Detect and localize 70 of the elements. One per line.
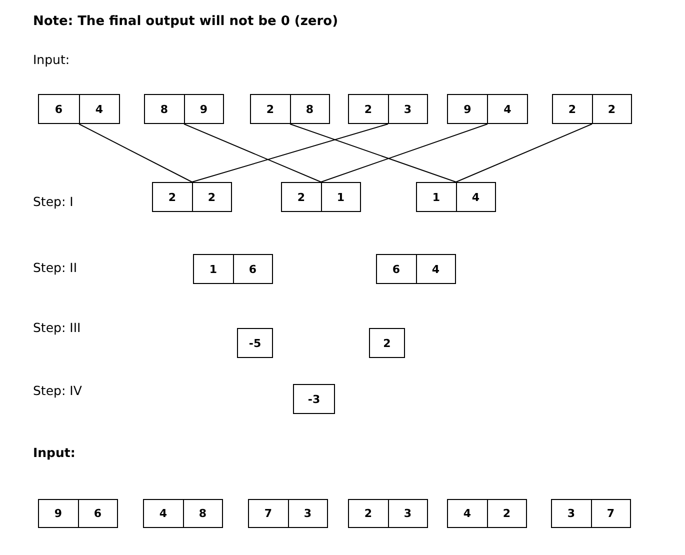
value-text: 4: [416, 255, 455, 283]
value-text: 3: [388, 500, 427, 527]
value-pair-box: [281, 182, 361, 212]
value-pair-box: [447, 499, 527, 528]
value-text: 2: [486, 500, 526, 527]
value-box: [237, 328, 273, 358]
value-text: 6: [78, 500, 117, 527]
value-text: 2: [567, 102, 578, 118]
value-text: 4: [158, 506, 168, 522]
value-text: 9: [184, 95, 223, 123]
value-pair-box: [250, 94, 330, 124]
value-pair-box: [447, 94, 528, 124]
step-label: Step: II: [33, 260, 78, 275]
value-pair-box: [193, 254, 273, 284]
value-box: [293, 384, 335, 414]
value-pair-box: [416, 182, 496, 212]
value-text: 2: [296, 190, 306, 206]
value-text: 4: [78, 95, 119, 123]
value-text: 6: [232, 255, 272, 283]
value-text: 2: [265, 102, 276, 118]
step-label: Step: III: [33, 320, 81, 335]
value-pair-box: [144, 94, 224, 124]
value-text: 2: [382, 336, 392, 352]
connector-line: [320, 124, 488, 182]
step-label: Step: IV: [33, 383, 82, 398]
value-text: 8: [290, 95, 329, 123]
value-text: 7: [263, 506, 274, 522]
value-text: 1: [431, 190, 442, 206]
value-text: 2: [592, 95, 631, 123]
value-text: 7: [590, 500, 630, 527]
value-text: 3: [566, 506, 576, 522]
value-text: 9: [53, 506, 64, 522]
connector-line: [192, 124, 388, 182]
value-text: 2: [167, 190, 178, 206]
value-text: 3: [388, 95, 427, 123]
connector-line: [456, 124, 592, 182]
note-title: Note: The final output will not be 0 (zero): [33, 14, 338, 29]
value-pair-box: [551, 499, 631, 528]
value-text: 2: [363, 506, 374, 522]
connector-line: [290, 124, 456, 182]
value-text: 8: [182, 500, 222, 527]
value-pair-box: [248, 499, 328, 528]
value-text: 4: [487, 95, 527, 123]
connector-line: [184, 124, 322, 182]
section-heading: Input:: [33, 445, 76, 460]
value-text: 9: [462, 102, 472, 118]
value-pair-box: [143, 499, 223, 528]
value-text: 6: [391, 262, 402, 278]
value-pair-box: [552, 94, 632, 124]
value-pair-box: [376, 254, 456, 284]
value-text: 1: [208, 262, 218, 278]
connector-line: [78, 124, 192, 182]
value-text: 1: [320, 183, 360, 211]
value-text: 4: [462, 506, 472, 522]
value-box: [369, 328, 405, 358]
value-pair-box: [152, 182, 232, 212]
value-text: 8: [159, 102, 170, 118]
value-text: -3: [306, 392, 322, 408]
value-text: 2: [363, 102, 374, 118]
step-label: Step: I: [33, 194, 74, 209]
value-text: -5: [248, 336, 262, 352]
value-text: 4: [456, 183, 495, 211]
input-label: Input:: [33, 52, 70, 67]
value-pair-box: [348, 499, 428, 528]
value-pair-box: [348, 94, 428, 124]
value-pair-box: [38, 499, 118, 528]
value-text: 2: [192, 183, 231, 211]
value-text: 6: [54, 102, 64, 118]
value-pair-box: [38, 94, 120, 124]
value-text: 3: [288, 500, 327, 527]
